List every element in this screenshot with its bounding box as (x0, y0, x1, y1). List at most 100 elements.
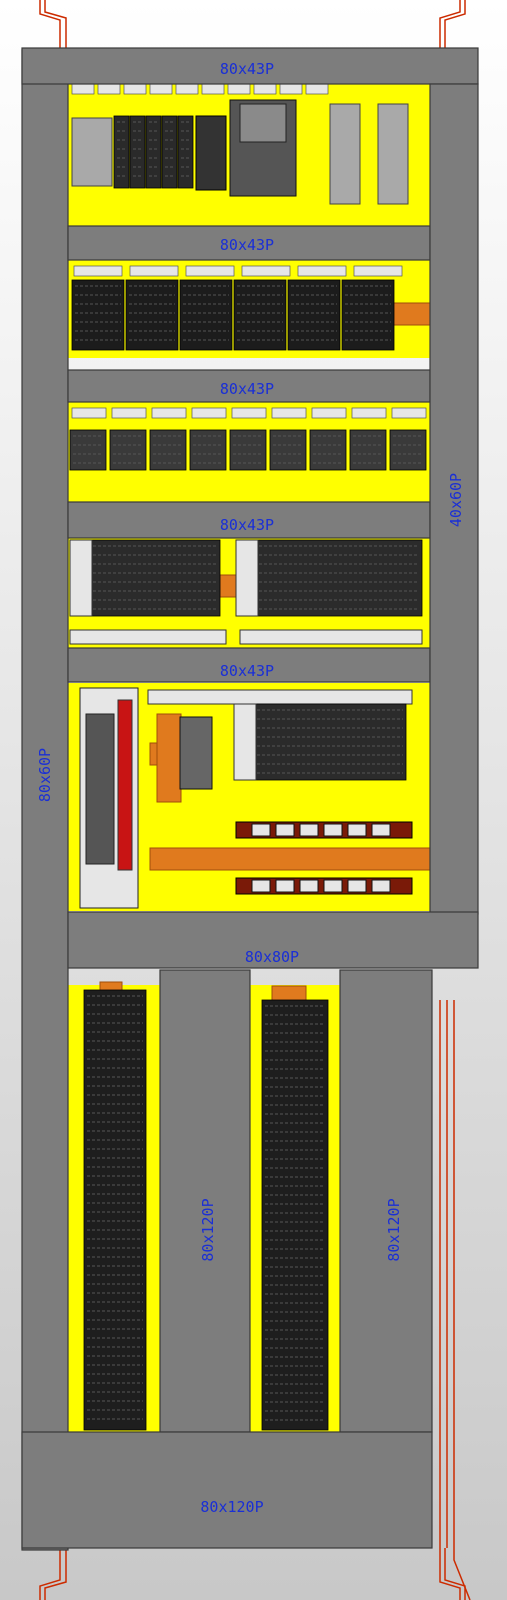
row5-io-block (233, 703, 407, 781)
row1-breaker-5 (177, 115, 194, 189)
row4-terminal-strip-1 (69, 629, 227, 645)
row3-tag-9 (391, 407, 427, 419)
row5-terminal-b-3 (299, 879, 319, 893)
duct-lower-horizontal (67, 911, 479, 969)
row2-relay-5 (287, 279, 341, 351)
row1-spare-2 (377, 103, 409, 205)
row2-relay-1 (71, 279, 125, 351)
row3-relay-3 (149, 429, 187, 471)
row1-tag-4 (149, 83, 173, 95)
duct-right-vertical (429, 83, 479, 915)
row3-tag-1 (71, 407, 107, 419)
row5-terminal-b-4 (323, 879, 343, 893)
row5-terminal-b-6 (371, 879, 391, 893)
duct-left-vertical (21, 49, 69, 1551)
terminal-column-left (83, 989, 147, 1431)
row1-contactor (195, 115, 227, 191)
duct-label-left-vertical: 80x60P (36, 748, 54, 802)
row1-psu-front (239, 103, 287, 143)
duct-label-top: 80x43P (220, 60, 274, 78)
row3-tag-6 (271, 407, 307, 419)
row1-tag-8 (253, 83, 277, 95)
duct-label-row2: 80x43P (220, 236, 274, 254)
duct-bottom (21, 1431, 433, 1549)
row3-relay-4 (189, 429, 227, 471)
row5-terminal-b-5 (347, 879, 367, 893)
duct-labels: 80x43P 80x43P 80x43P 80x43P 80x43P 80x80… (36, 60, 465, 1516)
row5-module (179, 716, 213, 790)
devices (69, 83, 427, 1431)
row3-tag-5 (231, 407, 267, 419)
row5-terminal-a-1 (251, 823, 271, 837)
row2-relay-6-body (341, 279, 395, 351)
row5-terminal-strip (147, 689, 413, 705)
row5-drive-body (85, 713, 115, 865)
row2-relay-4-body (233, 279, 287, 351)
row5-terminal-a-5 (347, 823, 367, 837)
row3-relay-6 (269, 429, 307, 471)
duct-lower-middle-vertical (159, 969, 251, 1433)
row1-breaker-1 (113, 115, 130, 189)
duct-row3 (67, 369, 431, 403)
row1-breaker-2 (129, 115, 146, 189)
duct-label-right-vertical: 40x60P (447, 473, 465, 527)
row1-tag-7 (227, 83, 251, 95)
row2-relay-5-body (287, 279, 341, 351)
row2-relay-3-body (179, 279, 233, 351)
row1-spare-1 (329, 103, 361, 205)
duct-label-row3: 80x43P (220, 380, 274, 398)
row5-terminal-a-3 (299, 823, 319, 837)
terminal-column-right-body (261, 999, 329, 1431)
row5-io-head (233, 703, 257, 781)
row3-tag-8 (351, 407, 387, 419)
row1-breaker-4 (161, 115, 178, 189)
row1-breaker-3-body (145, 115, 162, 189)
din-rail-4 (149, 847, 433, 871)
duct-label-row4: 80x43P (220, 516, 274, 534)
row1-breaker-5-body (177, 115, 194, 189)
row4-io-block-2 (235, 539, 423, 617)
terminal-column-left-body (83, 989, 147, 1431)
cabinet-frame (39, 0, 471, 1600)
row3-tag-7 (311, 407, 347, 419)
row5-terminal-a-6 (371, 823, 391, 837)
row2-relay-3 (179, 279, 233, 351)
duct-label-lower-horizontal: 80x80P (245, 948, 299, 966)
row5-drive-panel (117, 699, 133, 871)
row3-tag-2 (111, 407, 147, 419)
duct-row5 (67, 647, 431, 683)
row1-tag-1 (71, 83, 95, 95)
terminal-column-right (261, 999, 329, 1431)
row5-terminal-a-2 (275, 823, 295, 837)
row2-relay-1-body (71, 279, 125, 351)
row4-terminal-strip-2 (239, 629, 423, 645)
row3-tag-4 (191, 407, 227, 419)
duct-label-row5: 80x43P (220, 662, 274, 680)
din-rail-vertical (156, 713, 182, 803)
row1-breaker-4-body (161, 115, 178, 189)
row1-breaker-1-body (113, 115, 130, 189)
row5-io-block-body (233, 703, 407, 781)
row2-tag-1 (73, 265, 123, 277)
wire-ducts (21, 47, 479, 1551)
row1-breaker-main (71, 117, 113, 187)
row2-relay-6 (341, 279, 395, 351)
row1-tag-9 (279, 83, 303, 95)
row2-tag-6 (353, 265, 403, 277)
row4-io-block-2-body (235, 539, 423, 617)
row3-relay-2 (109, 429, 147, 471)
row1-breaker-3 (145, 115, 162, 189)
row4-io-block-1-body (69, 539, 221, 617)
duct-label-lower-right-vertical: 80x120P (385, 1198, 403, 1261)
row5-terminal-a-4 (323, 823, 343, 837)
row4-io-block-1 (69, 539, 221, 617)
row2-relay-2-body (125, 279, 179, 351)
row3-relay-7 (309, 429, 347, 471)
duct-top (21, 47, 479, 85)
row1-breaker-2-body (129, 115, 146, 189)
row2-relay-4 (233, 279, 287, 351)
duct-lower-right-vertical (339, 969, 433, 1433)
row2-tag-3 (185, 265, 235, 277)
row3-relay-1 (69, 429, 107, 471)
